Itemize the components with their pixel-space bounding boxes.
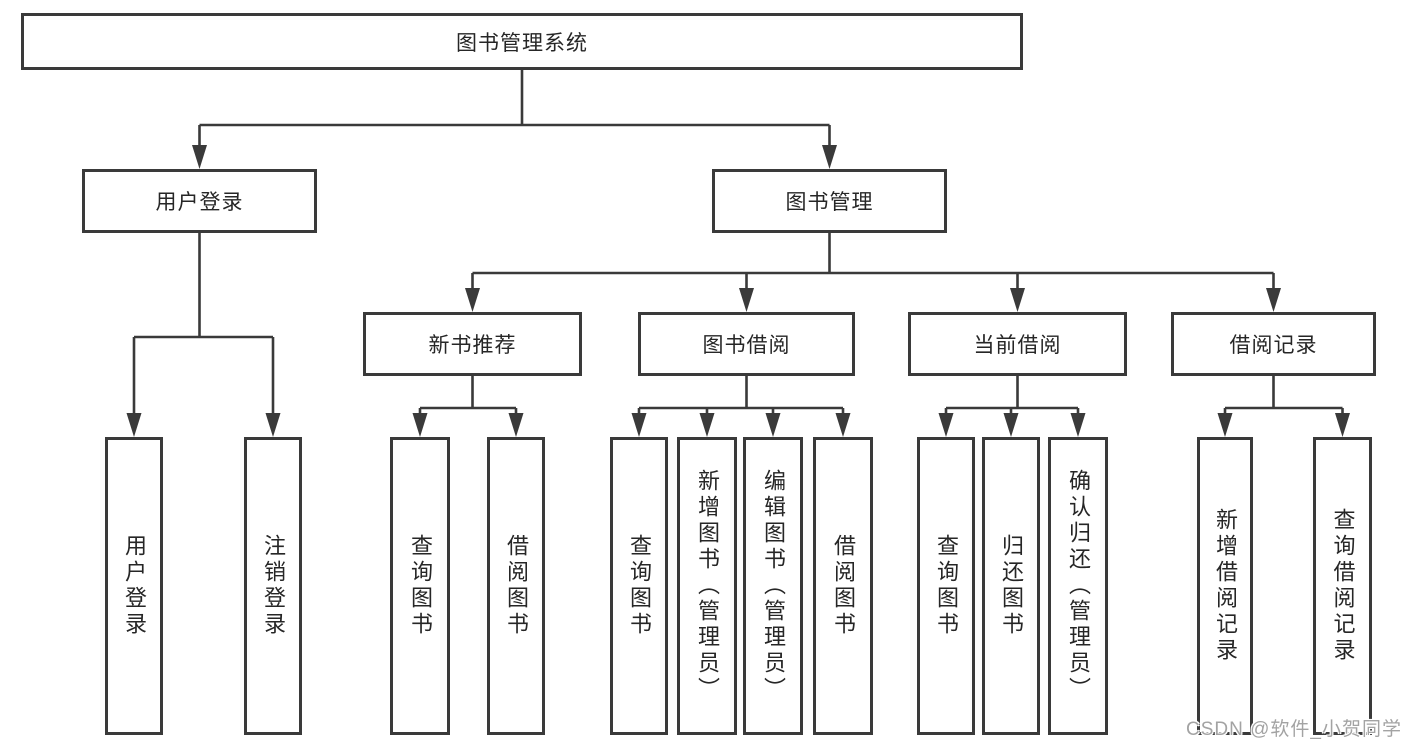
leaf-cb-query-books: 查询图书	[917, 437, 975, 735]
leaf-rec-borrow-books-label: 借阅图书	[504, 534, 529, 638]
leaf-rec-query-books-label: 查询图书	[408, 534, 433, 638]
node-root-system: 图书管理系统	[21, 13, 1023, 70]
csdn-watermark: CSDN @软件_小贺同学	[1186, 719, 1402, 740]
node-book-borrowing-label: 图书借阅	[702, 334, 791, 357]
leaf-br-query-record-label: 查询借阅记录	[1330, 508, 1356, 664]
node-current-borrowing: 当前借阅	[908, 312, 1127, 376]
leaf-logout: 注销登录	[244, 437, 302, 735]
leaf-br-add-record: 新增借阅记录	[1197, 437, 1253, 735]
leaf-bb-edit-books-admin-label: 编辑图书（管理员）	[761, 469, 786, 703]
leaf-bb-borrow-books: 借阅图书	[813, 437, 873, 735]
node-user-login-label: 用户登录	[155, 191, 244, 214]
leaf-bb-query-books: 查询图书	[610, 437, 668, 735]
node-borrowing-records-label: 借阅记录	[1229, 334, 1318, 357]
leaf-rec-borrow-books: 借阅图书	[487, 437, 545, 735]
leaf-bb-edit-books-admin: 编辑图书（管理员）	[743, 437, 803, 735]
node-book-management: 图书管理	[712, 169, 947, 233]
leaf-bb-query-books-label: 查询图书	[627, 534, 652, 638]
leaf-cb-confirm-return-admin-label: 确认归还（管理员）	[1066, 469, 1091, 703]
leaf-bb-add-books-admin: 新增图书（管理员）	[677, 437, 737, 735]
leaf-user-login-label: 用户登录	[122, 534, 147, 638]
leaf-cb-return-books-label: 归还图书	[999, 534, 1024, 638]
leaf-cb-query-books-label: 查询图书	[934, 534, 959, 638]
leaf-br-query-record: 查询借阅记录	[1313, 437, 1372, 735]
node-new-book-recommendation-label: 新书推荐	[428, 334, 517, 357]
leaf-cb-confirm-return-admin: 确认归还（管理员）	[1048, 437, 1108, 735]
node-new-book-recommendation: 新书推荐	[363, 312, 582, 376]
node-root-system-label: 图书管理系统	[456, 31, 588, 55]
leaf-bb-borrow-books-label: 借阅图书	[831, 534, 856, 638]
node-current-borrowing-label: 当前借阅	[973, 334, 1062, 357]
leaf-cb-return-books: 归还图书	[982, 437, 1040, 735]
node-book-management-label: 图书管理	[785, 191, 874, 214]
leaf-br-add-record-label: 新增借阅记录	[1213, 508, 1238, 664]
node-user-login: 用户登录	[82, 169, 317, 233]
leaf-bb-add-books-admin-label: 新增图书（管理员）	[695, 469, 720, 703]
leaf-logout-label: 注销登录	[261, 534, 286, 638]
node-book-borrowing: 图书借阅	[638, 312, 855, 376]
leaf-user-login: 用户登录	[105, 437, 163, 735]
leaf-rec-query-books: 查询图书	[390, 437, 450, 735]
node-borrowing-records: 借阅记录	[1171, 312, 1376, 376]
